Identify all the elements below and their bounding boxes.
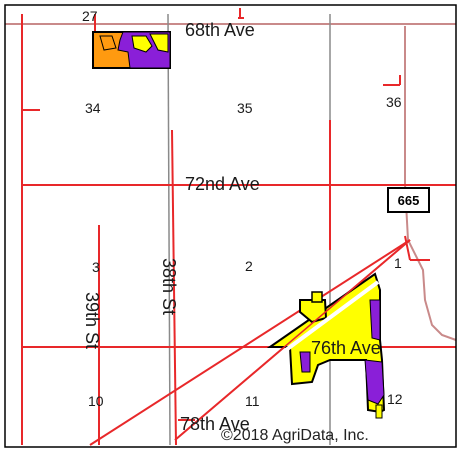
section-1: 1 <box>394 255 402 271</box>
section-3: 3 <box>92 259 100 275</box>
road-label-39th-st: 39th St <box>82 292 102 349</box>
diagonal-road-gap <box>284 280 380 352</box>
map-frame <box>4 4 457 448</box>
section-10: 10 <box>88 393 104 409</box>
highway-shield-number: 665 <box>398 193 420 208</box>
section-11: 11 <box>245 393 260 409</box>
river-lines <box>5 23 457 341</box>
road-label-72nd-ave: 72nd Ave <box>185 174 260 194</box>
road-label-78th-ave: 78th Ave <box>180 414 250 434</box>
diagonal-road <box>174 239 411 441</box>
highway-shield-icon: 665 <box>387 187 430 213</box>
section-36: 36 <box>386 94 402 110</box>
section-34: 34 <box>85 100 101 116</box>
section-12: 12 <box>387 391 403 407</box>
road-label-38th-st: 38th St <box>159 258 179 315</box>
field-68th[interactable] <box>92 31 171 69</box>
road-label-68th-ave: 68th Ave <box>185 20 255 40</box>
section-27: 27 <box>82 8 98 24</box>
section-2: 2 <box>245 258 253 274</box>
map-credit: ©2018 AgriData, Inc. <box>221 427 369 444</box>
road-label-76th-ave: 76th Ave <box>311 338 381 358</box>
section-35: 35 <box>237 100 253 116</box>
